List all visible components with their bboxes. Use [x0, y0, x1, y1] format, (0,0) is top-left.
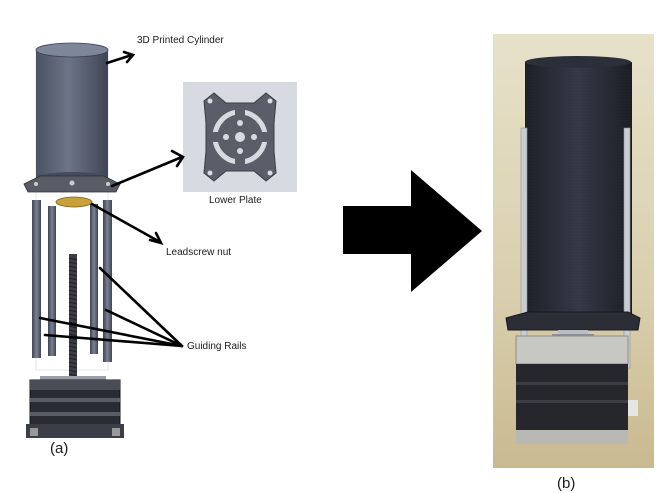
photo-lower-plate [505, 311, 641, 331]
guide-line-2 [104, 308, 184, 348]
rail-3 [90, 204, 98, 354]
photo-cylinder [525, 56, 632, 324]
cad-guiding-rails [32, 200, 112, 362]
cad-leadscrew-nut [55, 196, 93, 208]
photo-panel [493, 34, 654, 468]
rail-1 [32, 200, 41, 358]
label-leadscrew-nut: Leadscrew nut [166, 247, 231, 258]
cad-leadscrew [68, 254, 78, 384]
photo-stepper-motor [515, 335, 638, 444]
caption-a: (a) [50, 440, 68, 457]
cad-stepper-motor [26, 376, 124, 438]
label-guiding-rails: Guiding Rails [187, 341, 246, 352]
guide-line-4 [43, 333, 184, 348]
rail-2 [48, 206, 56, 356]
right-arrow-icon [343, 170, 482, 292]
lower-plate-detail [183, 82, 297, 192]
photo-rail-right [623, 127, 631, 369]
label-cylinder: 3D Printed Cylinder [137, 35, 224, 46]
photo-rail-left [520, 127, 528, 369]
cad-cylinder [35, 42, 109, 184]
cad-assembly [23, 42, 124, 438]
arrow-to-cylinder [105, 53, 134, 65]
arrow-to-leadscrew-nut [90, 202, 162, 244]
arrow-to-lower-plate [110, 155, 184, 188]
guide-line-3 [38, 316, 184, 348]
guide-line-1 [98, 266, 184, 348]
label-lower-plate: Lower Plate [209, 195, 262, 206]
rail-4 [103, 200, 112, 362]
cad-lower-plate [23, 175, 121, 193]
leader-arrows [38, 50, 185, 348]
caption-b: (b) [557, 475, 575, 492]
